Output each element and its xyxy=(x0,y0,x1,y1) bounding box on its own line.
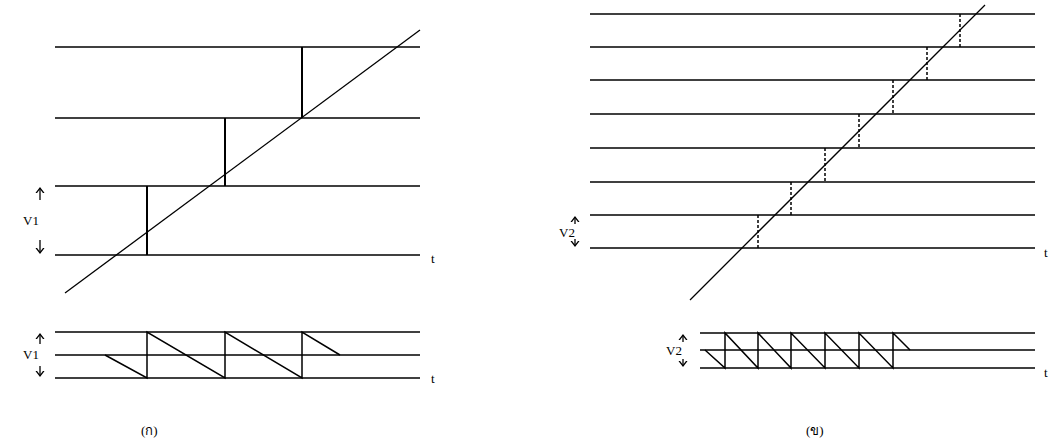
time-axis-label: t xyxy=(430,252,436,265)
voltage-step-label: V2 xyxy=(665,344,683,357)
voltage-step-label: V1 xyxy=(22,348,40,361)
voltage-step-label: V1 xyxy=(22,214,40,227)
time-axis-label: t xyxy=(1043,366,1049,379)
figure-caption: (ก) xyxy=(140,424,159,437)
figure-caption: (ข) xyxy=(805,424,825,437)
time-axis-label: t xyxy=(1043,246,1049,259)
voltage-step-label: V2 xyxy=(558,226,576,239)
time-axis-label: t xyxy=(430,372,436,385)
